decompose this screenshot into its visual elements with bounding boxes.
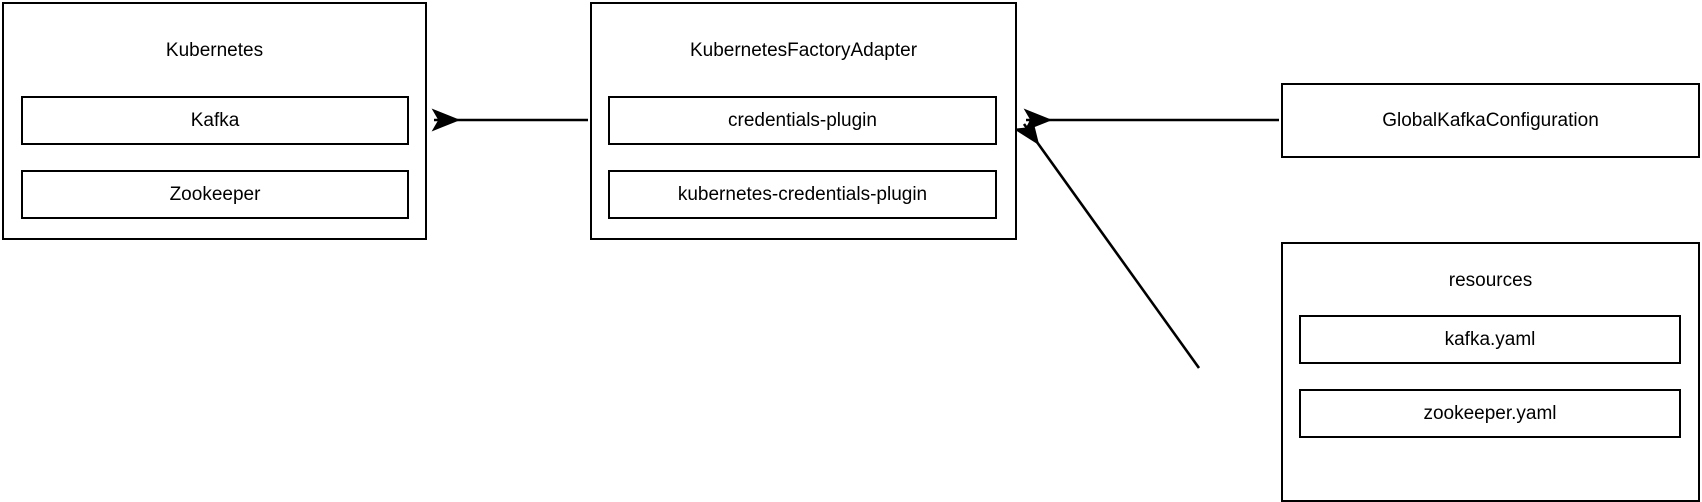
node-kubernetes-child-zookeeper[interactable]: Zookeeper [21,170,409,219]
node-adapter-child-kubernetes-credentials-plugin[interactable]: kubernetes-credentials-plugin [608,170,997,219]
node-label: Kafka [190,109,240,131]
node-global-kafka-configuration[interactable]: GlobalKafkaConfiguration [1281,83,1700,158]
node-label: credentials-plugin [728,109,877,131]
node-kubernetes-title: Kubernetes [165,40,264,61]
node-resources-child-kafka-yaml[interactable]: kafka.yaml [1299,315,1681,364]
node-resources-child-zookeeper-yaml[interactable]: zookeeper.yaml [1299,389,1681,438]
node-label: zookeeper.yaml [1423,402,1557,424]
node-resources-title: resources [1448,270,1533,291]
node-label: kubernetes-credentials-plugin [677,183,928,205]
node-global-kafka-configuration-label: GlobalKafkaConfiguration [1382,109,1599,131]
node-label: Zookeeper [169,183,261,205]
node-resources[interactable]: resources [1281,242,1700,502]
node-kubernetes-factory-adapter-title: KubernetesFactoryAdapter [689,40,918,61]
node-kubernetes-child-kafka[interactable]: Kafka [21,96,409,145]
node-adapter-child-credentials-plugin[interactable]: credentials-plugin [608,96,997,145]
edge-resources-to-adapter [1013,115,1201,369]
node-label: kafka.yaml [1444,328,1536,350]
